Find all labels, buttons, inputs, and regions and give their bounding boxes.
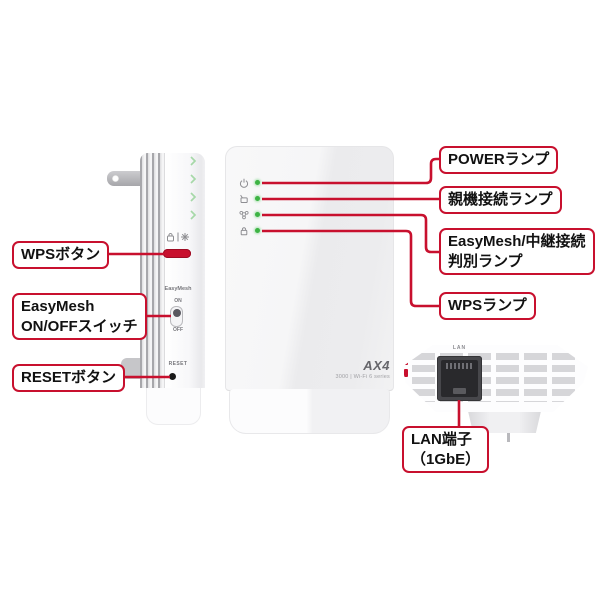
device-side-bottom-cover: [146, 388, 201, 425]
callout-power-lamp-text: POWERランプ: [448, 151, 550, 168]
reset-label: RESET: [168, 361, 188, 367]
switch-off-label: OFF: [173, 327, 183, 333]
callout-easymesh-switch: EasyMesh ON/OFFスイッチ: [12, 293, 147, 340]
power-icon: [239, 178, 249, 188]
lan-port-label: LAN: [452, 345, 467, 351]
lan-port-inner: [441, 360, 478, 397]
plug-prong: [507, 433, 510, 442]
switch-on-label: ON: [174, 298, 182, 304]
side-led-chevron-icon: [190, 156, 197, 166]
ac-plug-blade: [107, 171, 143, 186]
callout-power-lamp: POWERランプ: [439, 146, 559, 174]
callout-easymesh-lamp-line2: 判別ランプ: [448, 252, 523, 270]
plug-blade-hole: [112, 175, 119, 182]
parent-router-icon: [240, 194, 248, 203]
wps-led: [255, 228, 260, 233]
reset-button: [169, 373, 176, 380]
callout-lan-port: LAN端子 （1GbE）: [402, 426, 490, 473]
wps-lock-icon: [240, 227, 248, 236]
callout-parent-lamp-text: 親機接続ランプ: [448, 191, 553, 208]
callout-reset-button: RESETボタン: [12, 364, 126, 392]
device-front-bottom-cover: [229, 389, 390, 434]
power-led: [255, 180, 260, 185]
side-heatsink-ridges: [140, 153, 164, 388]
wps-button: [163, 249, 191, 258]
device-top-view: LAN: [402, 345, 588, 412]
callout-easymesh-lamp: EasyMesh/中継接続 判別ランプ: [439, 228, 595, 275]
callout-lan-port-line1: LAN端子: [411, 431, 472, 448]
logo-text: AX4: [363, 358, 390, 373]
callout-lan-port-line2: （1GbE）: [411, 450, 481, 468]
callout-easymesh-switch-line2: ON/OFFスイッチ: [21, 317, 138, 335]
side-led-chevron-icon: [190, 210, 197, 220]
lan-port-pins: [446, 363, 473, 369]
callout-wps-button-text: WPSボタン: [21, 246, 101, 263]
device-side-view: [140, 153, 205, 388]
side-led-chevron-icon: [190, 174, 197, 184]
parent-connection-led: [255, 196, 260, 201]
side-face: [164, 153, 205, 388]
model-logo: AX4 3000 | Wi-Fi 6 series: [300, 358, 390, 380]
switch-knob: [172, 308, 181, 317]
callout-easymesh-switch-line1: EasyMesh: [21, 298, 95, 315]
easymesh-on-off-switch: [170, 306, 183, 327]
easymesh-switch-label: EasyMesh: [164, 286, 192, 292]
easymesh-led: [255, 212, 260, 217]
wps-button-icon: [167, 232, 189, 242]
callout-parent-lamp: 親機接続ランプ: [439, 186, 562, 214]
wps-button-top-view: [404, 357, 408, 365]
callout-easymesh-lamp-line1: EasyMesh/中継接続: [448, 233, 586, 250]
logo-subtext: 3000 | Wi-Fi 6 series: [335, 374, 390, 380]
device-front-view: [225, 146, 394, 391]
callout-wps-button: WPSボタン: [12, 241, 110, 269]
wps-button-top-view: [404, 369, 408, 377]
side-led-chevron-icon: [190, 192, 197, 202]
callout-wps-lamp: WPSランプ: [439, 292, 536, 320]
callout-wps-lamp-text: WPSランプ: [448, 297, 527, 314]
bottom-mount-tab: [121, 358, 143, 379]
lan-port: [437, 356, 482, 401]
callout-reset-button-text: RESETボタン: [21, 369, 117, 386]
easymesh-icon: [239, 210, 249, 220]
lan-port-latch: [453, 388, 466, 394]
